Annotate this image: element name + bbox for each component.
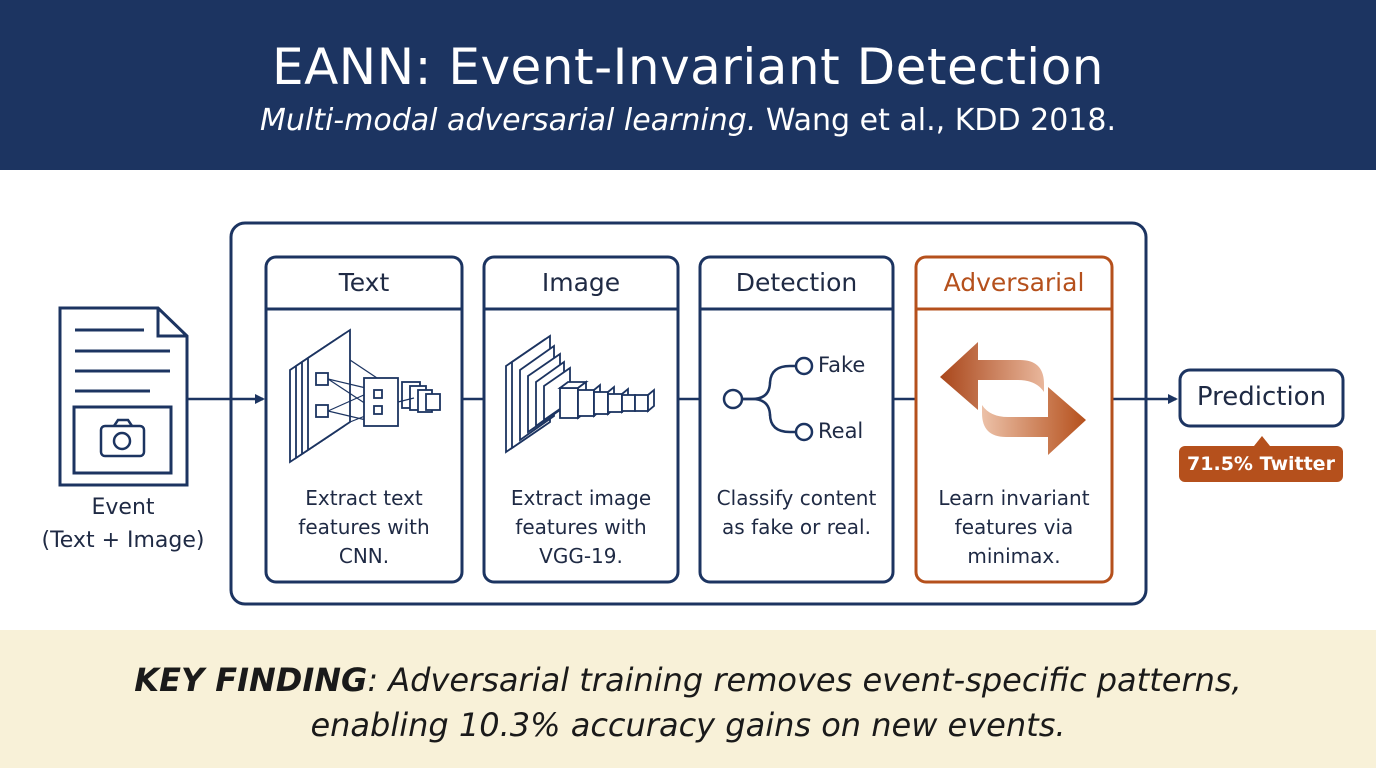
key-finding-line1-text: : Adversarial training removes event-spe… — [367, 661, 1242, 699]
page-subtitle: Multi-modal adversarial learning. Wang e… — [0, 103, 1376, 138]
prediction-label: Prediction — [1196, 382, 1327, 412]
stage-desc-line: Extract image — [510, 486, 652, 510]
prediction-box — [1178, 368, 1345, 428]
stage-title-adversarial: Adversarial — [943, 268, 1085, 297]
stage-desc-line: features with — [515, 515, 647, 539]
stage-desc-line: as fake or real. — [722, 515, 871, 539]
text-cnn-icon — [289, 328, 441, 464]
stage-desc-line: Classify content — [716, 486, 877, 510]
key-finding-text: KEY FINDING: Adversarial training remove… — [0, 658, 1376, 748]
input-label-line1: Event — [91, 495, 155, 520]
document-with-camera-icon — [58, 306, 189, 487]
page-title: EANN: Event-Invariant Detection — [272, 38, 1104, 96]
key-finding-panel: KEY FINDING: Adversarial training remove… — [0, 630, 1376, 768]
swap-arrows-icon — [940, 342, 1086, 455]
stage-desc-image: Extract image features with VGG-19. — [484, 484, 678, 571]
prediction-badge: 71.5% Twitter — [1179, 446, 1343, 482]
prediction-badge-pointer — [1254, 436, 1270, 446]
subtitle-citation: Wang et al., KDD 2018. — [756, 103, 1117, 138]
subtitle-italic: Multi-modal adversarial learning. — [259, 103, 757, 138]
stage-desc-line: Extract text — [305, 486, 423, 510]
stage-desc-detection: Classify content as fake or real. — [700, 484, 893, 542]
stage-desc-text: Extract text features with CNN. — [266, 484, 462, 571]
key-finding-label: KEY FINDING — [134, 661, 368, 699]
branch-label-fake: Fake — [818, 353, 866, 377]
stage-desc-line: features with — [298, 515, 430, 539]
branch-icon — [722, 356, 814, 442]
pipeline-diagram: Text Image Detection Adversarial Extract… — [0, 170, 1376, 630]
model-container — [229, 221, 1148, 606]
input-label: Event (Text + Image) — [20, 491, 226, 557]
header-banner: EANN: Event-Invariant Detection Multi-mo… — [0, 0, 1376, 170]
stage-desc-line: features via — [954, 515, 1074, 539]
pipeline-svg — [58, 221, 1345, 606]
stage-desc-line: VGG-19. — [539, 544, 623, 568]
stage-title-image: Image — [541, 268, 621, 297]
stage-box-detection — [698, 255, 895, 584]
input-label-line2: (Text + Image) — [41, 528, 205, 553]
key-finding-line1: KEY FINDING: Adversarial training remove… — [0, 658, 1376, 703]
stage-desc-line: minimax. — [967, 544, 1061, 568]
stage-box-image — [482, 255, 680, 584]
stage-title-detection: Detection — [735, 268, 858, 297]
vgg-layers-icon — [505, 334, 655, 454]
stage-desc-line: CNN. — [338, 544, 390, 568]
branch-label-real: Real — [818, 419, 864, 443]
key-finding-line2: enabling 10.3% accuracy gains on new eve… — [310, 706, 1066, 744]
stage-desc-adversarial: Learn invariant features via minimax. — [916, 484, 1112, 571]
stage-desc-line: Learn invariant — [938, 486, 1090, 510]
stage-title-text: Text — [338, 268, 390, 297]
